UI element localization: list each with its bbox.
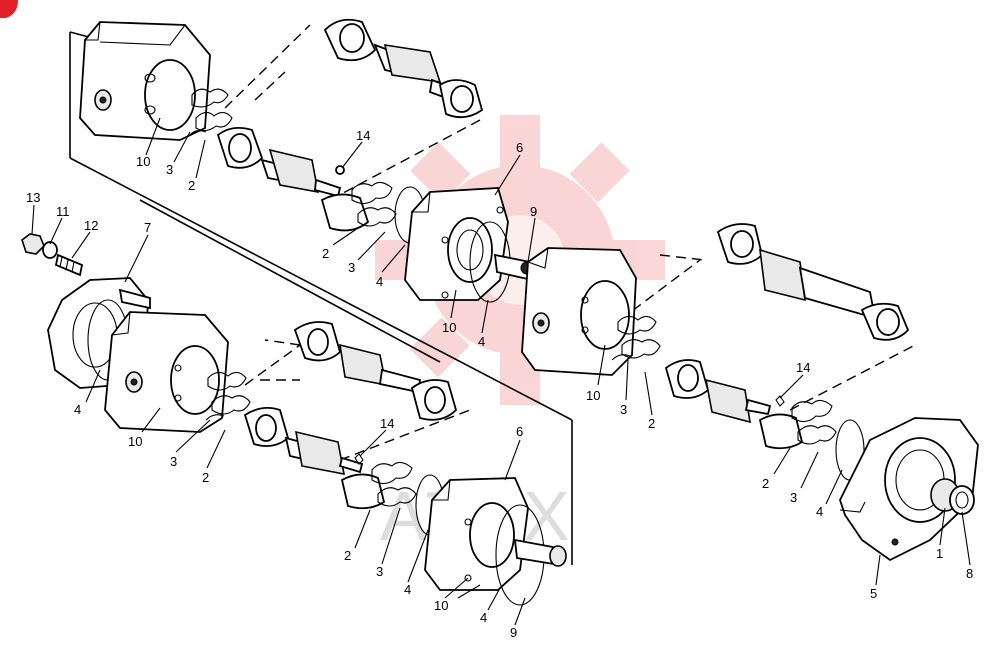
callout-6: 6 <box>516 140 523 155</box>
pump-body-lower <box>424 477 567 606</box>
callout-11: 11 <box>56 204 70 219</box>
callout-8: 8 <box>966 566 973 581</box>
callout-4: 4 <box>816 504 823 519</box>
callout-4: 4 <box>480 610 487 625</box>
callout-14: 14 <box>796 360 810 375</box>
callout-3: 3 <box>170 454 177 469</box>
front-cover <box>839 417 979 562</box>
pump-body-upper-middle <box>404 187 534 303</box>
bearing-gear-lower-middle <box>243 406 364 476</box>
callout-4: 4 <box>404 582 411 597</box>
bearing-gear-right-middle <box>664 359 785 424</box>
callout-14: 14 <box>380 416 394 431</box>
seal-cluster-upper-middle <box>320 181 426 244</box>
gear-shaft-top <box>323 18 484 119</box>
callout-2: 2 <box>648 416 655 431</box>
seal-cluster-lower <box>340 461 445 536</box>
pump-body-lower-left <box>104 311 229 433</box>
seal-cluster-upper-left <box>189 88 233 136</box>
gear-shaft-lower-top <box>293 321 458 421</box>
callout-1: 1 <box>936 546 943 561</box>
callout-7: 7 <box>144 220 151 235</box>
callout-9: 9 <box>510 625 517 640</box>
gear-shaft-right-upper <box>716 223 910 341</box>
callout-10: 10 <box>434 598 448 613</box>
callout-10: 10 <box>442 320 456 335</box>
callout-10: 10 <box>586 388 600 403</box>
callout-2: 2 <box>188 178 195 193</box>
fastener-set <box>21 233 84 277</box>
corner-badge <box>0 0 18 18</box>
callout-12: 12 <box>84 218 98 233</box>
callout-5: 5 <box>870 586 877 601</box>
callout-2: 2 <box>322 246 329 261</box>
callout-3: 3 <box>166 162 173 177</box>
callout-4: 4 <box>478 334 485 349</box>
callout-6: 6 <box>516 424 523 439</box>
callout-labels: 13 11 12 7 4 10 3 2 14 6 9 10 4 2 3 4 10… <box>26 128 973 640</box>
seal-cluster-right <box>758 399 865 481</box>
callout-4: 4 <box>74 402 81 417</box>
pump-body-middle-right <box>521 247 637 376</box>
callout-2: 2 <box>762 476 769 491</box>
seal-cluster-lower-left <box>205 371 251 421</box>
callout-3: 3 <box>620 402 627 417</box>
callout-10: 10 <box>136 154 150 169</box>
callout-13: 13 <box>26 190 40 205</box>
callout-leaders <box>31 117 971 626</box>
bearing-gear-upper-middle <box>216 126 345 198</box>
seal-cluster-middle-right <box>611 315 661 361</box>
callout-2: 2 <box>202 470 209 485</box>
assembly-guide-lines <box>69 24 916 565</box>
pump-body-upper-left <box>79 21 211 141</box>
callout-3: 3 <box>348 260 355 275</box>
callout-3: 3 <box>376 564 383 579</box>
callout-10: 10 <box>128 434 142 449</box>
callout-2: 2 <box>344 548 351 563</box>
callout-4: 4 <box>376 274 383 289</box>
callout-3: 3 <box>790 490 797 505</box>
callout-14: 14 <box>356 128 370 143</box>
callout-9: 9 <box>530 204 537 219</box>
